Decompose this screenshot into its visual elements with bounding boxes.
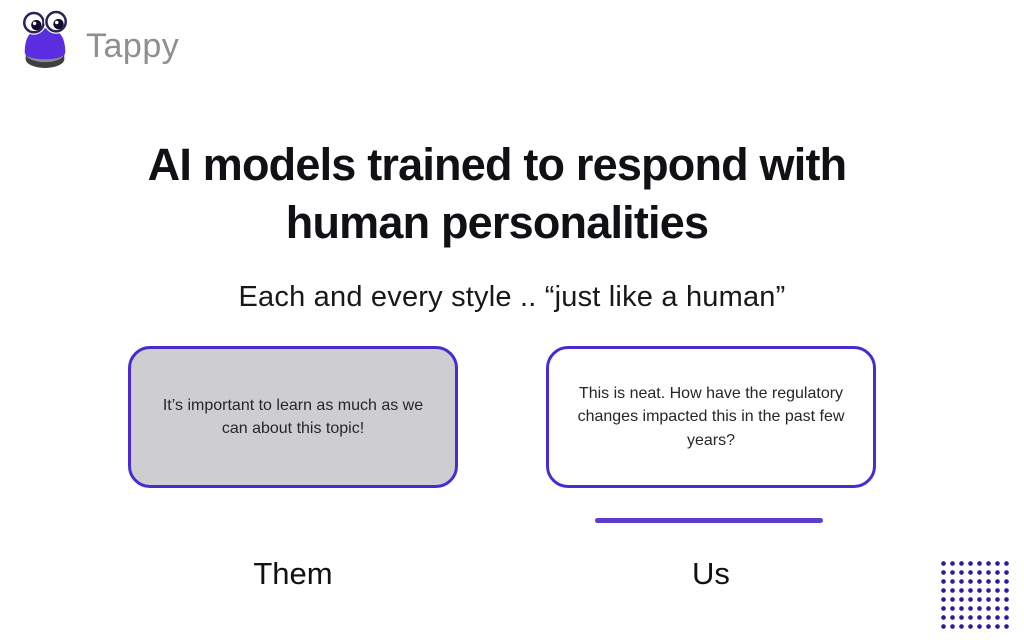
us-highlight-underline xyxy=(595,518,823,523)
us-label: Us xyxy=(692,556,730,591)
them-speech-bubble: It’s important to learn as much as we ca… xyxy=(128,346,458,488)
page-title-line-1: AI models trained to respond with xyxy=(147,139,847,190)
us-bubble-text: This is neat. How have the regulatory ch… xyxy=(577,385,845,449)
page-title-line-2: human personalities xyxy=(285,197,709,248)
page-title: AI models trained to respond with human … xyxy=(0,136,994,252)
tappy-frog-button-icon xyxy=(21,9,69,68)
brand-name: Tappy xyxy=(86,26,180,65)
us-speech-bubble: This is neat. How have the regulatory ch… xyxy=(546,346,876,488)
brand-home-link[interactable]: Tappy xyxy=(18,8,179,72)
them-bubble-text: It’s important to learn as much as we ca… xyxy=(162,396,424,437)
dot-grid-decoration xyxy=(939,559,1011,631)
them-label: Them xyxy=(253,556,333,591)
page-subtitle: Each and every style .. “just like a hum… xyxy=(238,281,786,313)
